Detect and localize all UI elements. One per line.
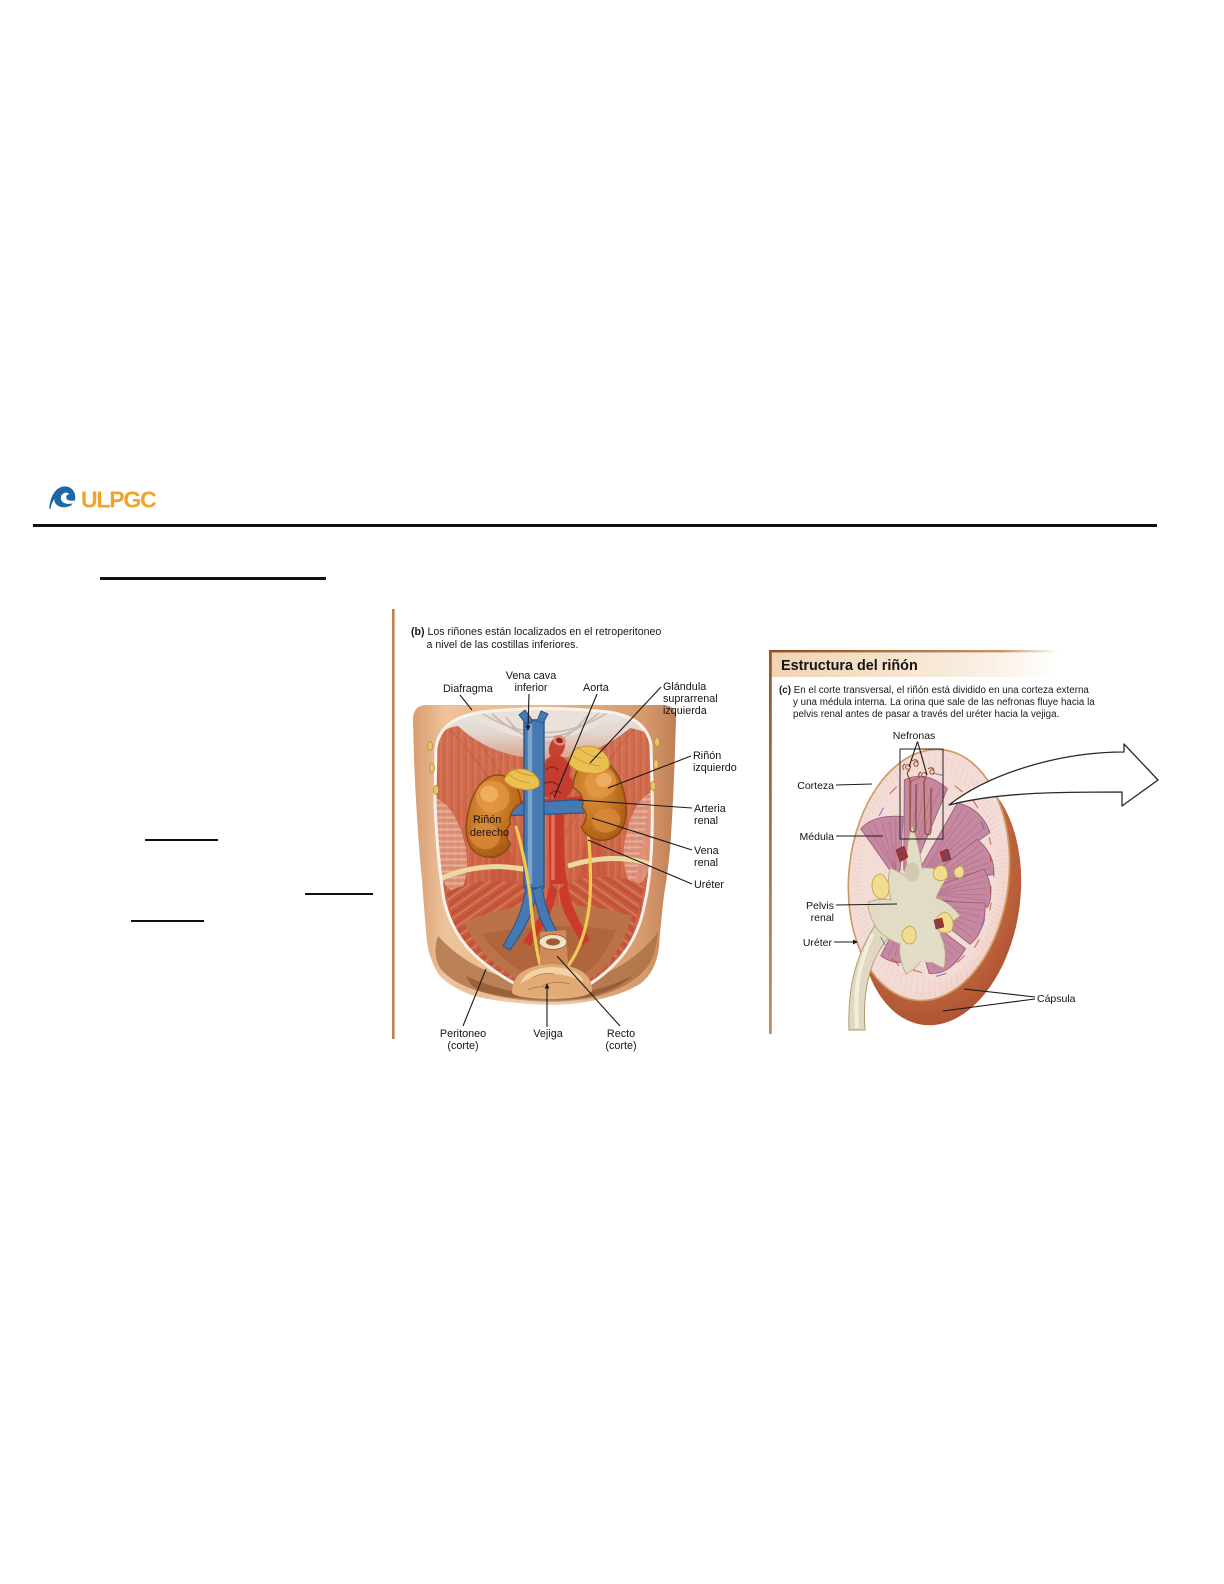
svg-text:Riñón: Riñón	[693, 750, 721, 762]
svg-text:Estructura del riñón: Estructura del riñón	[781, 658, 918, 674]
svg-text:Arteria: Arteria	[694, 803, 726, 815]
svg-text:y una médula interna. La orina: y una médula interna. La orina que sale …	[793, 697, 1095, 708]
svg-text:pelvis renal antes de pasar a: pelvis renal antes de pasar a través del…	[793, 709, 1059, 720]
svg-text:Aorta: Aorta	[583, 682, 609, 694]
svg-text:Diafragma: Diafragma	[443, 683, 493, 695]
svg-text:Cápsula: Cápsula	[1037, 993, 1076, 1005]
svg-text:(c) En el corte transversal, e: (c) En el corte transversal, el riñón es…	[779, 685, 1089, 696]
svg-text:renal: renal	[694, 815, 718, 827]
svg-text:a nivel de las costillas infer: a nivel de las costillas inferiores.	[427, 639, 579, 651]
svg-text:ULPGC: ULPGC	[81, 487, 156, 513]
svg-text:(corte): (corte)	[447, 1040, 478, 1052]
svg-text:Vejiga: Vejiga	[533, 1028, 562, 1040]
svg-text:Recto: Recto	[607, 1028, 635, 1040]
svg-text:inferior: inferior	[514, 682, 547, 694]
svg-text:izquierda: izquierda	[663, 705, 707, 717]
svg-text:(corte): (corte)	[605, 1040, 636, 1052]
svg-text:Peritoneo: Peritoneo	[440, 1028, 486, 1040]
svg-text:(b) Los riñones están localiza: (b) Los riñones están localizados en el …	[411, 626, 661, 638]
svg-text:Uréter: Uréter	[694, 879, 724, 891]
svg-text:Glándula: Glándula	[663, 681, 706, 693]
svg-text:Vena: Vena	[694, 845, 719, 857]
svg-text:Uréter: Uréter	[803, 937, 833, 949]
svg-text:Médula: Médula	[800, 831, 835, 843]
svg-text:Riñón: Riñón	[473, 814, 501, 826]
svg-text:derecho: derecho	[470, 827, 509, 839]
svg-text:Nefronas: Nefronas	[893, 730, 936, 742]
svg-text:renal: renal	[694, 857, 718, 869]
svg-text:renal: renal	[811, 912, 834, 924]
svg-text:Pelvis: Pelvis	[806, 900, 834, 912]
svg-text:izquierdo: izquierdo	[693, 762, 737, 774]
svg-text:suprarrenal: suprarrenal	[663, 693, 718, 705]
svg-text:Vena cava: Vena cava	[506, 670, 556, 682]
svg-text:Corteza: Corteza	[797, 780, 834, 792]
